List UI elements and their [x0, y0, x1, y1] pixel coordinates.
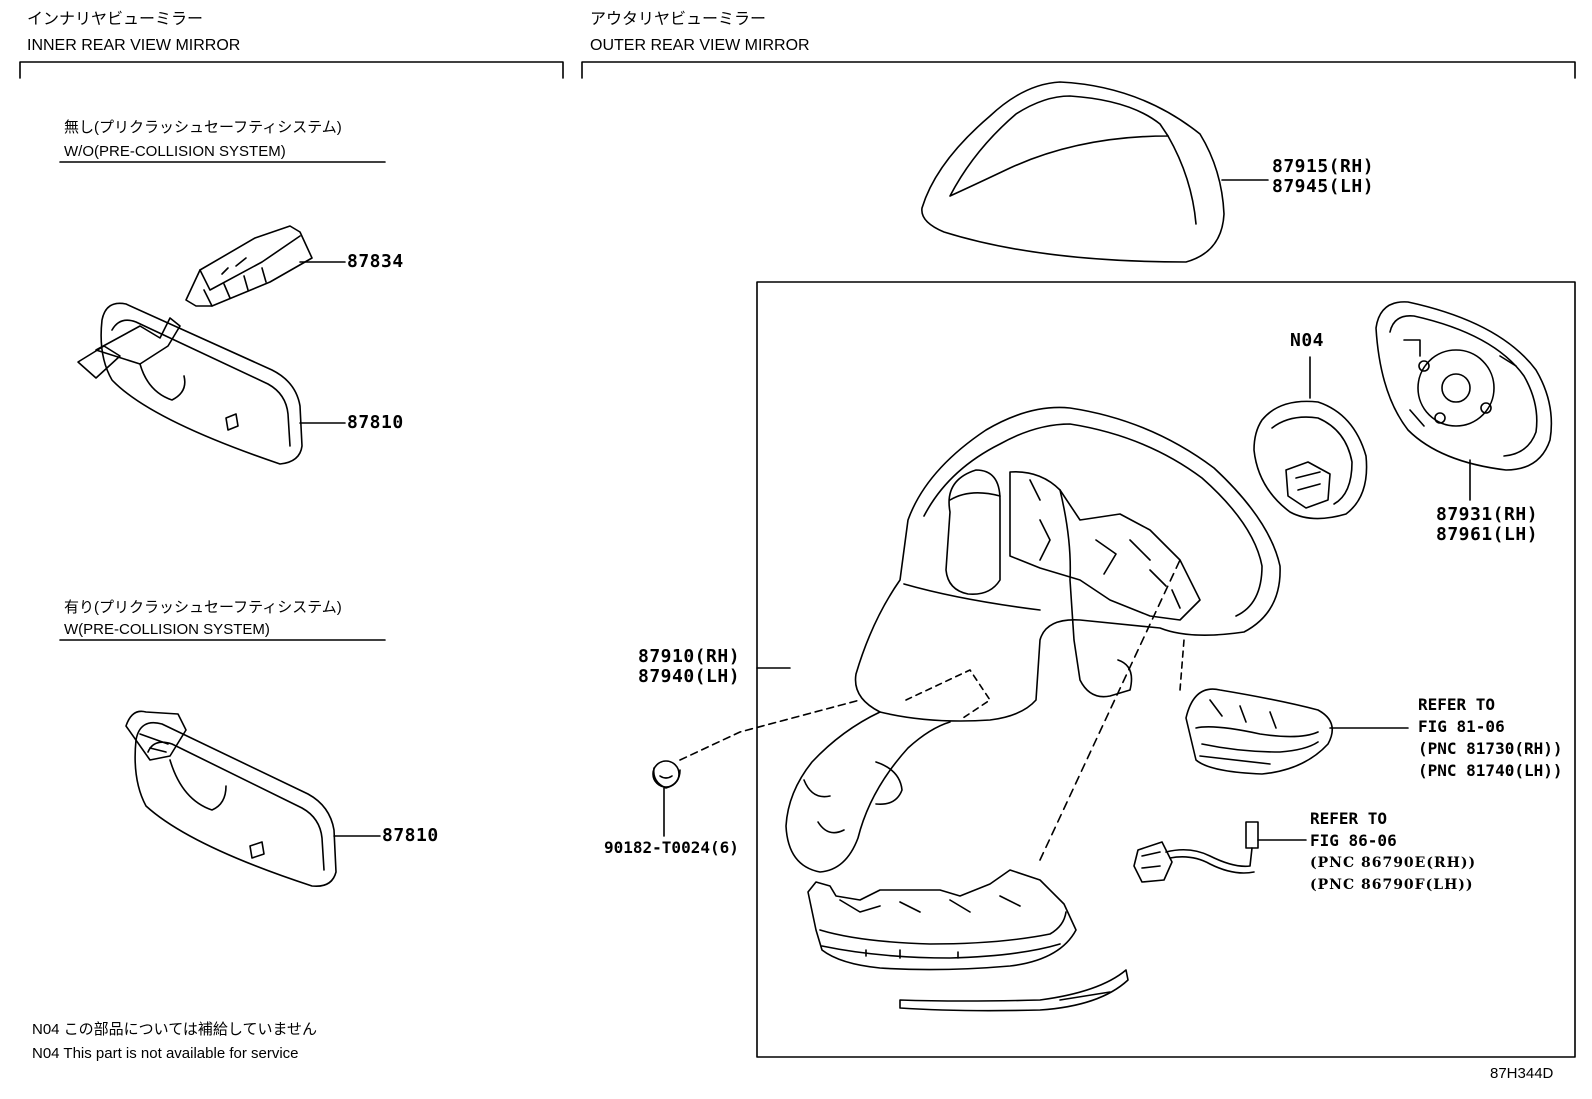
- part-number-87834: 87834: [347, 251, 404, 272]
- part-number-cover-rh: 87915(RH): [1272, 156, 1375, 177]
- n04-motor-drawing: [1253, 356, 1368, 520]
- outer-section-bracket: [581, 61, 1576, 79]
- outer-title-jp: アウタリヤビューミラー: [590, 11, 767, 28]
- part-number-glass-rh: 87931(RH): [1436, 504, 1539, 525]
- bracket-87834-drawing: [185, 225, 346, 307]
- refer-81-06-line3: (PNC 81730(RH)): [1418, 739, 1563, 758]
- mirror-87810-w-drawing: [125, 710, 381, 888]
- w-label-jp: 有り(プリクラッシュセーフティシステム): [64, 599, 342, 616]
- wo-label-jp: 無し(プリクラッシュセーフティシステム): [64, 119, 342, 136]
- mirror-body-drawing: [756, 406, 1281, 873]
- part-number-assembly-rh: 87910(RH): [638, 646, 741, 667]
- refer-81-06-line4: (PNC 81740(LH)): [1418, 761, 1563, 780]
- part-number-screw: 90182-T0024(6): [604, 838, 739, 857]
- part-number-87810-w: 87810: [382, 825, 439, 846]
- part-number-87810-wo: 87810: [347, 412, 404, 433]
- inner-section-bracket: [19, 61, 564, 79]
- wo-label-en: W/O(PRE-COLLISION SYSTEM): [64, 143, 286, 160]
- wire-harness-drawing: [1133, 821, 1307, 883]
- turn-signal-drawing: [1185, 688, 1409, 775]
- part-number-glass-lh: 87961(LH): [1436, 524, 1539, 545]
- n04-label: N04: [1290, 330, 1325, 351]
- part-number-cover-lh: 87945(LH): [1272, 176, 1375, 197]
- refer-86-06-line4: (PNC 86790F(LH)): [1310, 877, 1474, 893]
- mirror-87810-wo-drawing: [77, 302, 346, 465]
- note-jp: N04 この部品については補給していません: [32, 1021, 318, 1038]
- part-number-assembly-lh: 87940(LH): [638, 666, 741, 687]
- refer-86-06-line2: FIG 86-06: [1310, 831, 1397, 850]
- refer-86-06-line3: (PNC 86790E(RH)): [1310, 855, 1477, 871]
- lower-lamp-drawing: [807, 559, 1185, 1012]
- mirror-cover-drawing: [921, 81, 1269, 263]
- mirror-glass-drawing: [1375, 301, 1553, 501]
- inner-title-jp: インナリヤビューミラー: [27, 11, 204, 28]
- w-label-en: W(PRE-COLLISION SYSTEM): [64, 621, 270, 638]
- figure-code: 87H344D: [1490, 1065, 1554, 1082]
- refer-86-06-line1: REFER TO: [1310, 809, 1388, 828]
- refer-81-06-line1: REFER TO: [1418, 695, 1496, 714]
- refer-81-06-line2: FIG 81-06: [1418, 717, 1505, 736]
- outer-title-en: OUTER REAR VIEW MIRROR: [590, 37, 810, 54]
- note-en: N04 This part is not available for servi…: [32, 1045, 299, 1062]
- screw-drawing: [652, 699, 861, 837]
- assembly-box: [756, 281, 1576, 1058]
- inner-title-en: INNER REAR VIEW MIRROR: [27, 37, 241, 54]
